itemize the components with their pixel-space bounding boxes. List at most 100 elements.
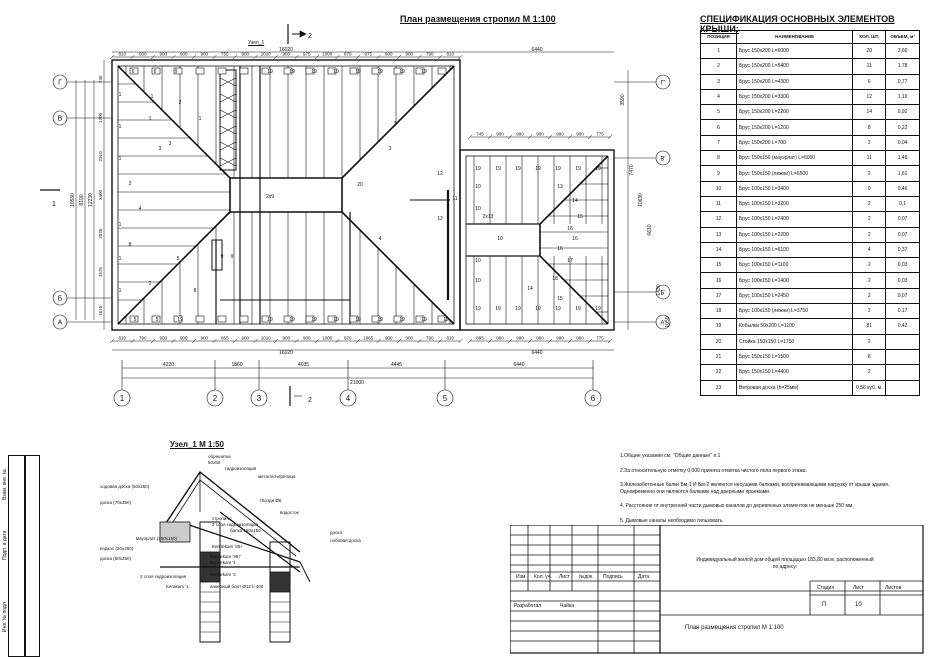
axis-dim-value: 1860 (231, 362, 242, 368)
member-tag: 19 (575, 306, 581, 312)
right-overall-value: 7470 (629, 164, 635, 175)
spec-vol: 1,78 (885, 58, 920, 75)
spec-pos: 11 (700, 195, 737, 213)
member-tag-box (437, 67, 447, 75)
bottom-dim-value: 900 (385, 336, 393, 341)
node-label: Гвозди Ø6 (260, 498, 282, 503)
spec-pos: 10 (700, 180, 737, 197)
right-bottom-dim-tick (587, 338, 593, 344)
node-label: 2 слоя гидроизоляция (212, 522, 259, 527)
left-overall-value: 12230 (88, 193, 94, 207)
top-dim-value: 900 (282, 52, 290, 57)
spec-name: Брус 150х150 L=4400 (735, 364, 854, 381)
bottom-dim-tick (335, 338, 340, 344)
left-dim-value: 1575 (98, 267, 103, 278)
member-tag-box (151, 67, 161, 75)
right-bottom-dim-tick (507, 338, 513, 344)
member-tag: 2 (129, 181, 132, 187)
spec-pos: 2 (700, 58, 737, 75)
member-tag-box (173, 315, 183, 323)
spec-pos: 20 (700, 333, 737, 350)
member-tag: 2 (179, 100, 182, 106)
bottom-dim-value: 810 (446, 336, 454, 341)
side-strip-inner (24, 455, 40, 657)
bottom-dim-value: 810 (118, 336, 126, 341)
spec-name: Брус 150х200 L=5400 (735, 58, 854, 75)
spec-pos: 9 (700, 165, 737, 182)
node-label: Кеплеkam '1 (210, 560, 236, 565)
right-bottom-dim-tick (487, 338, 493, 344)
member-tag-box (371, 67, 381, 75)
spec-pos: 1 (700, 42, 737, 60)
spec-pos: 7 (700, 134, 737, 152)
member-tag: 19 (475, 306, 481, 312)
spec-qty: 0,56 куб. м. (852, 379, 887, 396)
member-tag-box (261, 315, 271, 323)
bottom-dim-value: 1000 (322, 336, 333, 341)
right-top-dim-tick (547, 134, 553, 140)
left-overall-value: 10530 (70, 193, 76, 207)
bottom-dim-value: 900 (241, 336, 249, 341)
member-tag: 1 (119, 92, 122, 98)
stamp-header-izm: Изм. (516, 574, 527, 580)
member-tag: 19 (515, 306, 521, 312)
stamp-project-title: Индивидуальный жилой дом общей площадью … (696, 557, 874, 570)
member-tag: 12 (437, 171, 443, 177)
top-dim-tick (355, 54, 361, 60)
member-tag-box (327, 315, 337, 323)
top-dim-tick (273, 54, 279, 60)
spec-header-pos: ПОЗИЦИЯ (700, 30, 737, 44)
note-4: 4. Расстояние от внутренней части дымовы… (620, 503, 854, 509)
axis-dim-value: 4035 (298, 362, 309, 368)
top-dim-tick (437, 54, 443, 60)
member-tag: 19 (289, 317, 295, 323)
member-tag: 4 (139, 206, 142, 212)
member-tag: 8 (194, 288, 197, 294)
spec-vol: 0,03 (885, 257, 920, 274)
member-tag: 19 (377, 69, 383, 75)
spec-vol (885, 348, 920, 366)
member-tag: 19 (377, 317, 383, 323)
right-top-dim-tick (527, 134, 533, 140)
right-bottom-dim-tick (567, 338, 573, 344)
right-bottom-dim-value: 900 (576, 336, 584, 341)
node-label: Кеплеkam '25+ (212, 544, 243, 549)
member-tag: 3 (159, 146, 162, 152)
node-title: Узел_1 М 1:50 (170, 440, 224, 449)
spec-name: Брус 150х200 L=4300 (735, 73, 854, 90)
spec-pos: 23 (700, 379, 737, 396)
spec-name: Брус 100х150 L=2200 (735, 226, 854, 243)
spec-qty: 2 (852, 333, 887, 350)
spec-vol: 0,07 (885, 211, 920, 228)
member-tag: 19 (333, 317, 339, 323)
right-bottom-dim-value: 895 (476, 336, 484, 341)
member-tag: 8 (129, 242, 132, 248)
member-tag: 11 (452, 196, 457, 202)
axis-dim-value: 4445 (391, 362, 402, 368)
stamp-sheet: 10 (855, 602, 862, 608)
member-tag: 19 (399, 317, 405, 323)
member-tag: 1 (149, 116, 152, 122)
member-tag-box (415, 315, 425, 323)
spec-name: Брус 150х200 L=1200 (735, 119, 854, 136)
spec-name: Брус 150х150 (лежни) L=6500 (735, 165, 854, 182)
node-label: 2 слоя гидроизоляция (140, 574, 187, 579)
right-bottom-dim-tick (547, 338, 553, 344)
right-bottom-dim-tick (607, 338, 613, 344)
spec-qty: 14 (852, 104, 887, 121)
member-tag-box (151, 315, 161, 323)
spec-qty: 8 (852, 348, 887, 366)
side-label-replacement: Взам. инв. № (2, 469, 8, 500)
member-tag: 19 (355, 69, 361, 75)
right-bottom-dim-value: 900 (536, 336, 544, 341)
member-tag: 4 (379, 236, 382, 242)
spec-qty: 4 (852, 241, 887, 259)
member-tag: 19 (333, 69, 339, 75)
spec-qty: 6 (852, 73, 887, 90)
right-overall-value: 1430 (656, 284, 662, 295)
